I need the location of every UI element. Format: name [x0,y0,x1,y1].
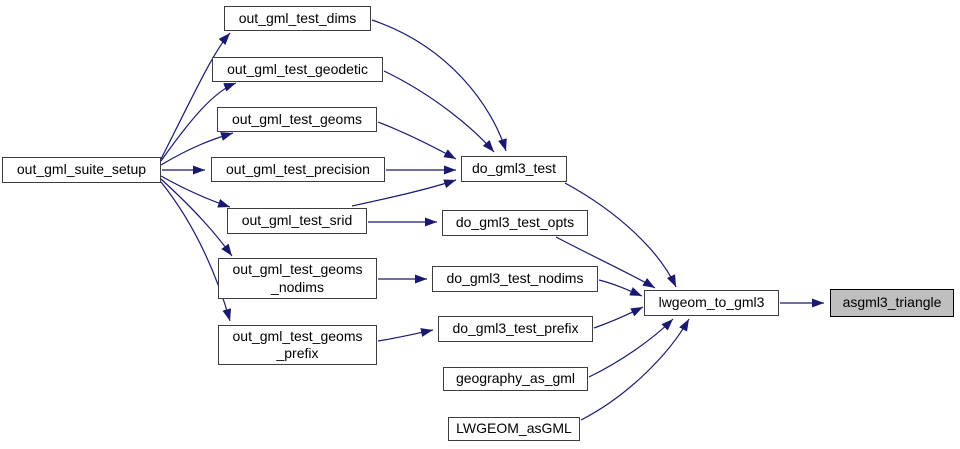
edge-geography_as_gml-to-lwgeom_to_gml3 [588,318,674,378]
edge-out_gml_suite_setup-to-out_gml_test_geoms_prefix [160,181,232,322]
node-out_gml_suite_setup[interactable]: out_gml_suite_setup [2,157,161,183]
node-LWGEOM_asGML[interactable]: LWGEOM_asGML [448,417,580,441]
node-out_gml_test_geoms[interactable]: out_gml_test_geoms [217,107,377,132]
edge-out_gml_suite_setup-to-out_gml_test_geoms_nodims [160,178,233,257]
edge-out_gml_suite_setup-to-out_gml_test_srid [160,175,231,208]
edge-do_gml3_test_nodims-to-lwgeom_to_gml3 [598,279,643,297]
node-do_gml3_test_prefix[interactable]: do_gml3_test_prefix [438,316,593,342]
edge-out_gml_suite_setup-to-out_gml_test_geodetic [160,82,237,162]
node-out_gml_test_precision[interactable]: out_gml_test_precision [211,157,385,182]
node-out_gml_test_geodetic[interactable]: out_gml_test_geodetic [212,57,383,82]
edge-out_gml_test_dims-to-do_gml3_test [371,19,507,152]
node-do_gml3_test_nodims[interactable]: do_gml3_test_nodims [432,266,598,292]
node-do_gml3_test_opts[interactable]: do_gml3_test_opts [442,210,588,236]
edge-LWGEOM_asGML-to-lwgeom_to_gml3 [580,318,690,421]
node-do_gml3_test[interactable]: do_gml3_test [461,156,567,182]
node-geography_as_gml[interactable]: geography_as_gml [443,367,588,391]
node-out_gml_test_geoms_prefix[interactable]: out_gml_test_geoms _prefix [218,325,377,365]
edge-out_gml_test_geoms_prefix-to-do_gml3_test_prefix [377,328,434,342]
node-out_gml_test_srid[interactable]: out_gml_test_srid [227,208,367,234]
edge-do_gml3_test_prefix-to-lwgeom_to_gml3 [593,306,644,329]
edge-out_gml_test_srid-to-do_gml3_test [351,179,457,207]
edge-out_gml_test_geoms-to-do_gml3_test [377,121,457,160]
node-out_gml_test_geoms_nodims[interactable]: out_gml_test_geoms _nodims [218,258,377,299]
edge-out_gml_suite_setup-to-out_gml_test_geoms [160,132,234,166]
edges [160,19,824,421]
edge-do_gml3_test-to-lwgeom_to_gml3 [564,182,677,288]
edge-do_gml3_test_opts-to-lwgeom_to_gml3 [555,236,656,289]
edge-out_gml_suite_setup-to-out_gml_test_dims [160,32,231,160]
node-lwgeom_to_gml3[interactable]: lwgeom_to_gml3 [644,290,779,316]
node-out_gml_test_dims[interactable]: out_gml_test_dims [224,6,371,31]
edge-out_gml_test_geodetic-to-do_gml3_test [383,70,495,153]
node-asgml3_triangle: asgml3_triangle [830,289,954,317]
